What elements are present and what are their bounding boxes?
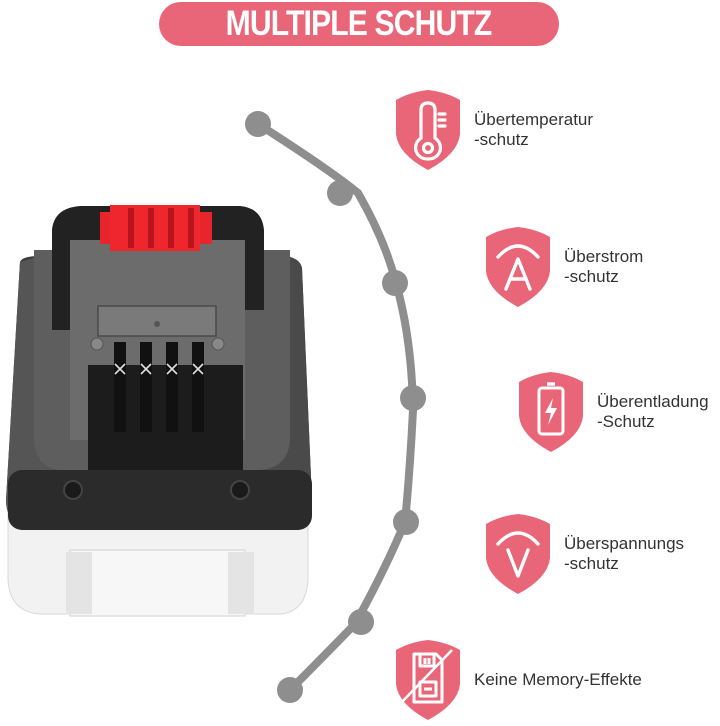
no-memory-icon — [394, 638, 462, 722]
voltage-icon — [484, 512, 552, 596]
feature-label-line1: Überstrom — [564, 247, 644, 266]
ampere-icon — [484, 225, 552, 309]
feature-label-line2: -Schutz — [597, 412, 655, 431]
feature-label-line1: Übertemperatur — [474, 110, 594, 129]
feature-deep-discharge: Überentladung -Schutz — [517, 370, 709, 454]
feature-label-line2: -schutz — [564, 267, 619, 286]
feature-overcurrent: Überstrom -schutz — [484, 225, 643, 309]
battery-image — [6, 205, 312, 617]
battery-charge-icon — [517, 370, 585, 454]
feature-label-line1: Überspannungs — [564, 534, 685, 553]
feature-label-line2: -schutz — [474, 130, 529, 149]
feature-no-memory-effect: Keine Memory-Effekte — [394, 638, 642, 722]
feature-overvoltage: Überspannungs -schutz — [484, 512, 684, 596]
feature-label-line1: Überentladung — [597, 392, 709, 411]
feature-overtemperature: Übertemperatur -schutz — [394, 88, 593, 172]
feature-label-line1: Keine Memory-Effekte — [474, 670, 642, 689]
title-banner: MULTIPLE SCHUTZ — [159, 2, 559, 46]
page-title: MULTIPLE SCHUTZ — [226, 4, 493, 43]
feature-label-line2: -schutz — [564, 554, 619, 573]
thermometer-icon — [394, 88, 462, 172]
